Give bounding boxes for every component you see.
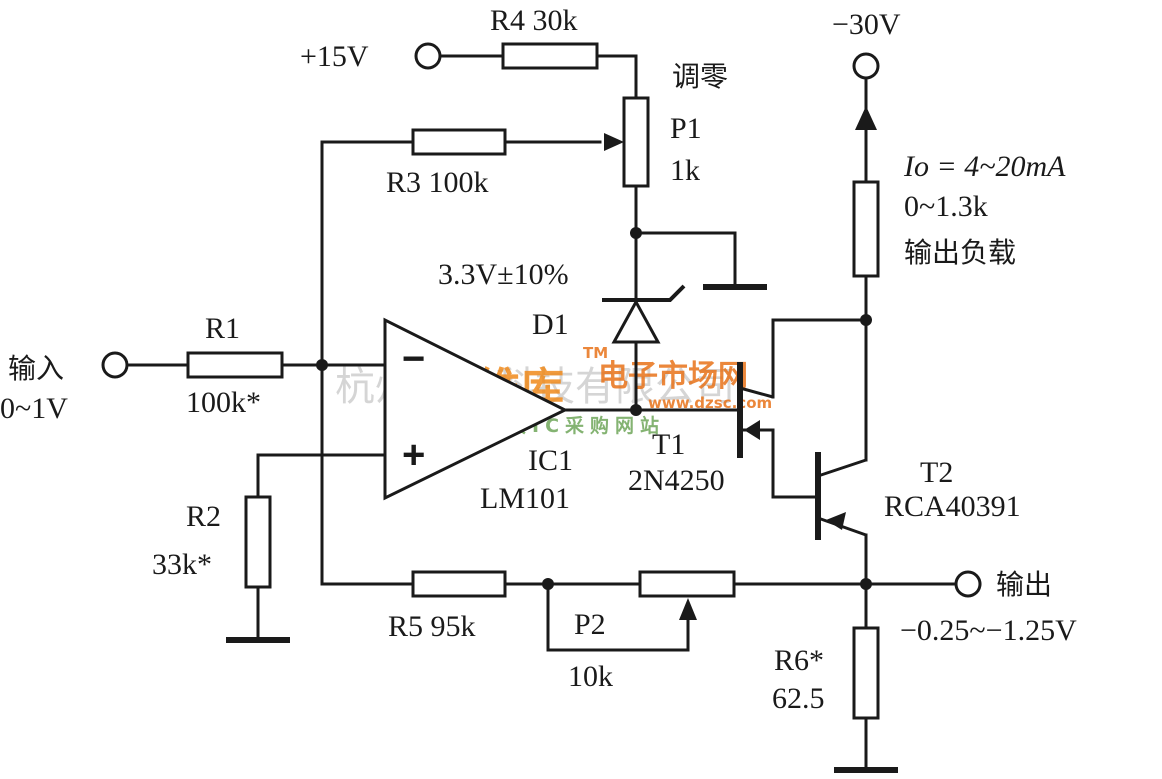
label-plus15v: +15V: [300, 40, 369, 73]
label-r4: R4 30k: [490, 4, 578, 37]
terminal-minus30v: [852, 52, 880, 80]
label-tiaoling: 调零: [672, 60, 728, 93]
junction-dot-load: [860, 314, 872, 326]
label-t1-part: 2N4250: [628, 464, 725, 497]
label-load: 输出负载: [904, 236, 1016, 269]
labels: R4 30k +15V −30V 调零 P1 1k R3 100k Io = 4…: [0, 4, 1077, 715]
junction-dot-opamp-out: [630, 404, 642, 416]
label-r6: R6*: [774, 644, 824, 677]
junction-dot-zener: [630, 227, 642, 239]
label-r1: R1: [205, 312, 240, 345]
label-r2-value: 33k*: [152, 548, 212, 581]
label-r1-value: 100k*: [186, 386, 261, 419]
resistor-r5: [411, 570, 507, 598]
label-io: Io = 4~20mA: [903, 150, 1066, 183]
label-input-range: 0~1V: [0, 392, 68, 425]
resistor-r1: [186, 351, 284, 379]
terminal-output: [954, 570, 982, 598]
label-t2-part: RCA40391: [884, 490, 1021, 523]
resistor-r2: [244, 495, 272, 589]
resistor-r4: [501, 42, 599, 70]
terminal-plus15v: [414, 42, 442, 70]
label-input: 输入: [8, 352, 64, 385]
watermark-site: 电子市场网: [598, 359, 748, 394]
label-t1: T1: [652, 428, 685, 461]
t2-emitter-arrow-icon: [826, 512, 846, 530]
watermark-tm: TM: [583, 344, 608, 362]
label-ic1: IC1: [528, 444, 573, 477]
potentiometer-p2: [638, 570, 736, 620]
potentiometer-p1: [604, 96, 650, 188]
resistor-r3: [411, 128, 507, 156]
transistor-t2: [815, 452, 867, 540]
grounds: [226, 284, 898, 773]
junction-dot-inverting: [316, 359, 328, 371]
wires: [125, 54, 982, 772]
transistor-t1: [723, 362, 774, 458]
terminals: [101, 42, 982, 598]
terminal-input: [101, 351, 129, 379]
junction-dot-p2: [542, 578, 554, 590]
label-d1: D1: [532, 308, 569, 341]
p2-wiper-arrow-icon: [679, 598, 697, 620]
label-r2: R2: [186, 500, 221, 533]
t1-emitter-arrow-icon: [744, 420, 760, 440]
label-r5: R5 95k: [388, 610, 476, 643]
label-p1: P1: [670, 112, 702, 145]
label-d1-voltage: 3.3V±10%: [438, 258, 569, 291]
label-load-range: 0~1.3k: [904, 190, 988, 223]
opamp-plus-sign: +: [402, 433, 425, 477]
label-output: 输出: [996, 568, 1052, 601]
label-ic1-part: LM101: [480, 482, 570, 515]
label-r6-value: 62.5: [772, 682, 825, 715]
label-output-range: −0.25~−1.25V: [900, 614, 1077, 647]
label-p2-value: 10k: [568, 660, 613, 693]
current-arrow-icon: [855, 106, 877, 130]
opamp-minus-sign: −: [402, 337, 425, 381]
resistor-r6: [852, 626, 880, 720]
label-t2: T2: [920, 456, 953, 489]
resistors: [186, 42, 880, 720]
opamp-ic1: − +: [383, 317, 569, 501]
label-r3: R3 100k: [386, 166, 489, 199]
zener-diode-d1: [602, 284, 686, 344]
label-p2: P2: [574, 608, 606, 641]
resistor-load: [852, 180, 880, 278]
junction-dots: [316, 227, 872, 590]
label-minus30v: −30V: [832, 8, 901, 41]
p1-wiper-arrow-icon: [604, 133, 624, 151]
junction-dot-output: [860, 578, 872, 590]
label-p1-value: 1k: [670, 154, 700, 187]
